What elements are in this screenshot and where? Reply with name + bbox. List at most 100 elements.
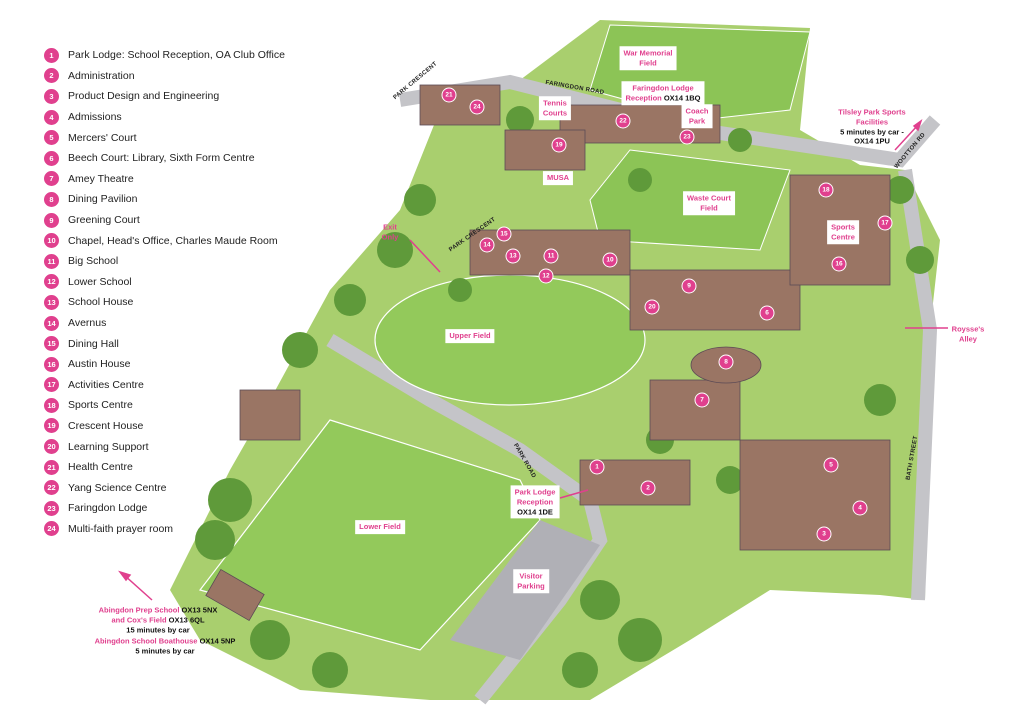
building-marker: 17 — [877, 215, 893, 231]
legend-label: Admissions — [68, 111, 122, 124]
building-marker: 19 — [551, 137, 567, 153]
park-lodge-text: Park Lodge Reception — [514, 487, 556, 507]
legend-label: Park Lodge: School Reception, OA Club Of… — [68, 49, 285, 62]
legend-number: 7 — [44, 171, 59, 187]
legend-label: Chapel, Head's Office, Charles Maude Roo… — [68, 234, 278, 247]
legend-number: 16 — [44, 356, 59, 372]
building-marker: 14 — [479, 237, 495, 253]
legend-number: 15 — [44, 336, 59, 352]
building-marker: 3 — [816, 526, 832, 542]
legend-label: Yang Science Centre — [68, 481, 167, 494]
legend-item: 6 Beech Court: Library, Sixth Form Centre — [44, 148, 285, 169]
legend-number: 8 — [44, 191, 59, 207]
legend-item: 24 Multi-faith prayer room — [44, 519, 285, 540]
legend-label: School House — [68, 296, 134, 309]
legend-item: 19 Crescent House — [44, 416, 285, 437]
tilsley-text: Tilsley Park Sports Facilities — [838, 107, 906, 127]
label-exit-only: Exit Only — [381, 222, 399, 241]
boathouse-postcode: OX14 5NP — [199, 636, 236, 646]
building-marker: 13 — [505, 248, 521, 264]
label-sports-centre: Sports Centre — [827, 220, 859, 244]
direction-arrows — [118, 119, 948, 601]
legend-item: 12 Lower School — [44, 272, 285, 293]
label-roysses-alley: Roysse's Alley — [951, 324, 985, 343]
label-musa: MUSA — [542, 171, 574, 185]
label-prep-school: Abingdon Prep School OX13 5NX and Cox's … — [95, 603, 222, 636]
legend-number: 6 — [44, 150, 59, 166]
legend-label: Mercers' Court — [68, 131, 137, 144]
legend-label: Austin House — [68, 358, 131, 371]
building-marker: 16 — [831, 256, 847, 272]
legend-number: 5 — [44, 130, 59, 146]
legend-number: 24 — [44, 521, 59, 537]
label-visitor-parking: Visitor Parking — [513, 569, 549, 593]
faringdon-reception-text: Faringdon Lodge Reception — [625, 83, 694, 102]
label-lower-field: Lower Field — [355, 520, 405, 534]
prep-note: 15 minutes by car — [126, 624, 190, 634]
legend-number: 23 — [44, 500, 59, 516]
legend-number: 10 — [44, 233, 59, 249]
legend-number: 20 — [44, 439, 59, 455]
legend-item: 23 Faringdon Lodge — [44, 498, 285, 519]
boathouse-note: 5 minutes by car — [135, 646, 195, 655]
legend-label: Dining Hall — [68, 337, 119, 350]
prep-school-text: Abingdon Prep School — [98, 605, 180, 615]
legend-label: Faringdon Lodge — [68, 502, 148, 515]
legend-label: Amey Theatre — [68, 172, 134, 185]
legend-label: Lower School — [68, 275, 132, 288]
legend-number: 21 — [44, 459, 59, 475]
legend-number: 3 — [44, 88, 59, 104]
building-marker: 20 — [644, 299, 660, 315]
legend-number: 13 — [44, 294, 59, 310]
legend-number: 17 — [44, 377, 59, 393]
lower-field — [198, 419, 541, 651]
legend-label: Beech Court: Library, Sixth Form Centre — [68, 152, 255, 165]
legend-label: Crescent House — [68, 419, 144, 432]
label-war-memorial-field: War Memorial Field — [619, 46, 677, 70]
legend-label: Administration — [68, 69, 135, 82]
building-marker: 15 — [496, 226, 512, 242]
legend-label: Avernus — [68, 317, 107, 330]
building-marker: 10 — [602, 252, 618, 268]
coxs-field-text: and Cox's Field — [111, 615, 167, 625]
label-boathouse: Abingdon School Boathouse OX14 5NP 5 min… — [91, 634, 240, 658]
legend-number: 12 — [44, 274, 59, 290]
label-waste-court-field: Waste Court Field — [683, 191, 735, 215]
legend-number: 9 — [44, 212, 59, 228]
tilsley-note: 5 minutes by car - OX14 1PU — [840, 127, 904, 146]
legend-number: 19 — [44, 418, 59, 434]
label-upper-field: Upper Field — [445, 329, 495, 343]
building-marker: 8 — [718, 354, 734, 370]
building-marker: 9 — [681, 278, 697, 294]
building-marker: 5 — [823, 457, 839, 473]
legend-item: 5 Mercers' Court — [44, 127, 285, 148]
building-marker: 24 — [469, 99, 485, 115]
label-faringdon-lodge-reception: Faringdon Lodge Reception OX14 1BQ — [621, 81, 705, 105]
legend-label: Multi-faith prayer room — [68, 522, 174, 535]
building-marker: 11 — [543, 248, 559, 264]
boathouse-text: Abingdon School Boathouse — [94, 636, 198, 646]
legend-number: 2 — [44, 68, 59, 84]
legend-item: 15 Dining Hall — [44, 333, 285, 354]
legend-label: Product Design and Engineering — [68, 90, 220, 103]
legend-item: 10 Chapel, Head's Office, Charles Maude R… — [44, 230, 285, 251]
park-lodge-postcode: OX14 1DE — [517, 506, 553, 516]
building-marker: 21 — [441, 87, 457, 103]
legend-item: 13 School House — [44, 292, 285, 313]
coxs-postcode: OX13 6QL — [168, 615, 205, 625]
building-marker: 7 — [694, 392, 710, 408]
legend-item: 7 Amey Theatre — [44, 169, 285, 190]
legend-item: 3 Product Design and Engineering — [44, 86, 285, 107]
legend-number: 11 — [44, 253, 59, 269]
